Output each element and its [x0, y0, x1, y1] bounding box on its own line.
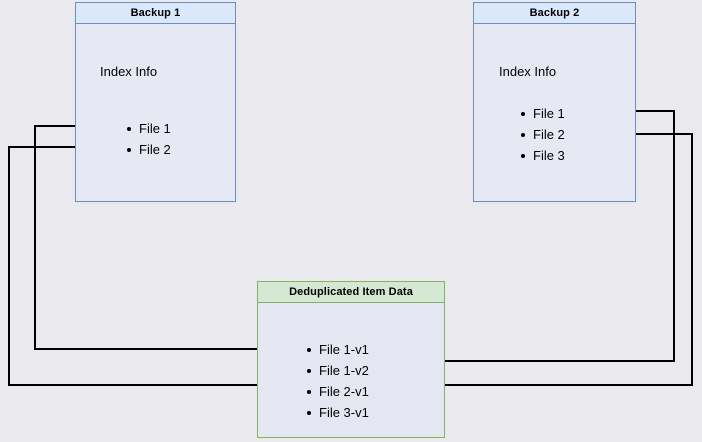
list-item: File 3-v1	[307, 402, 369, 423]
backup-1-file-list: File 1 File 2	[127, 118, 171, 160]
node-backup-1-header: Backup 1	[76, 3, 235, 24]
list-item: File 2-v1	[307, 381, 369, 402]
dedup-file-list: File 1-v1 File 1-v2 File 2-v1 File 3-v1	[307, 339, 369, 423]
node-dedup-header: Deduplicated Item Data	[258, 282, 444, 303]
list-item: File 3	[521, 145, 565, 166]
node-deduplicated-item-data[interactable]: Deduplicated Item Data File 1-v1 File 1-…	[257, 281, 445, 438]
list-item: File 1	[521, 103, 565, 124]
list-item: File 1	[127, 118, 171, 139]
node-backup-2-header: Backup 2	[474, 3, 635, 24]
list-item: File 1-v2	[307, 360, 369, 381]
backup-2-file-list: File 1 File 2 File 3	[521, 103, 565, 166]
list-item: File 2	[521, 124, 565, 145]
list-item: File 2	[127, 139, 171, 160]
backup-1-index-info-label: Index Info	[100, 64, 158, 79]
node-backup-1[interactable]: Backup 1 Index Info File 1 File 2	[75, 2, 236, 202]
node-backup-2[interactable]: Backup 2 Index Info File 1 File 2 File 3	[473, 2, 636, 202]
list-item: File 1-v1	[307, 339, 369, 360]
backup-2-index-info-label: Index Info	[499, 64, 557, 79]
